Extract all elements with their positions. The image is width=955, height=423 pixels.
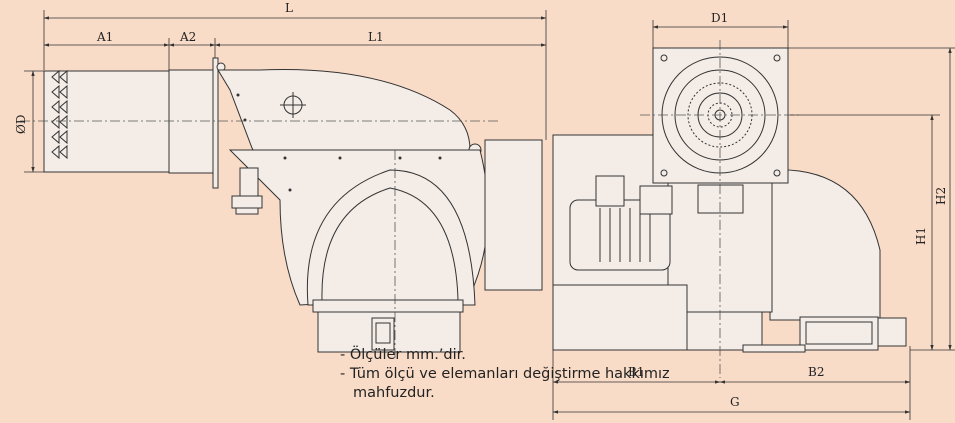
centre-lines bbox=[20, 40, 800, 378]
dim-label-L1: L1 bbox=[368, 30, 384, 44]
air-box-latch bbox=[371, 317, 395, 351]
housing-upper bbox=[217, 69, 471, 161]
terminal-box bbox=[595, 175, 625, 207]
gas-valve bbox=[697, 184, 744, 214]
dim-label-G: G bbox=[730, 395, 740, 409]
dim-label-L: L bbox=[285, 1, 293, 15]
base-plinth bbox=[552, 284, 688, 351]
motor-connector bbox=[639, 185, 673, 215]
volute-rear bbox=[769, 169, 881, 321]
side-view bbox=[43, 57, 543, 353]
dim-label-B2: B2 bbox=[808, 365, 824, 379]
blast-tube bbox=[43, 70, 170, 173]
notes-block: - Ölçüler mm.’dir. - Tüm ölçü ve elemanl… bbox=[340, 346, 670, 403]
dim-label-A2: A2 bbox=[179, 30, 196, 44]
dim-label-H2: H2 bbox=[934, 187, 948, 205]
dimension-lines bbox=[24, 10, 955, 420]
note-units: - Ölçüler mm.’dir. bbox=[340, 347, 466, 363]
dim-label-D1: D1 bbox=[711, 11, 728, 25]
note-rights-cont: mahfuzdur. bbox=[353, 385, 435, 401]
note-rights: - Tüm ölçü ve elemanları değiştirme hakk… bbox=[340, 366, 670, 382]
front-view bbox=[552, 47, 907, 353]
dim-label-H1: H1 bbox=[914, 227, 928, 245]
motor-flange bbox=[484, 139, 543, 291]
pressure-switch bbox=[877, 317, 907, 347]
dim-label-A1: A1 bbox=[96, 30, 113, 44]
fan-volute bbox=[306, 169, 476, 306]
diffuser-teeth bbox=[51, 69, 68, 160]
dim-label-D: ØD bbox=[14, 115, 28, 134]
tube-flange-sleeve bbox=[168, 69, 215, 174]
mounting-flange bbox=[212, 57, 219, 189]
dim-label-B1: B1 bbox=[628, 365, 644, 379]
volute-base bbox=[312, 299, 464, 313]
